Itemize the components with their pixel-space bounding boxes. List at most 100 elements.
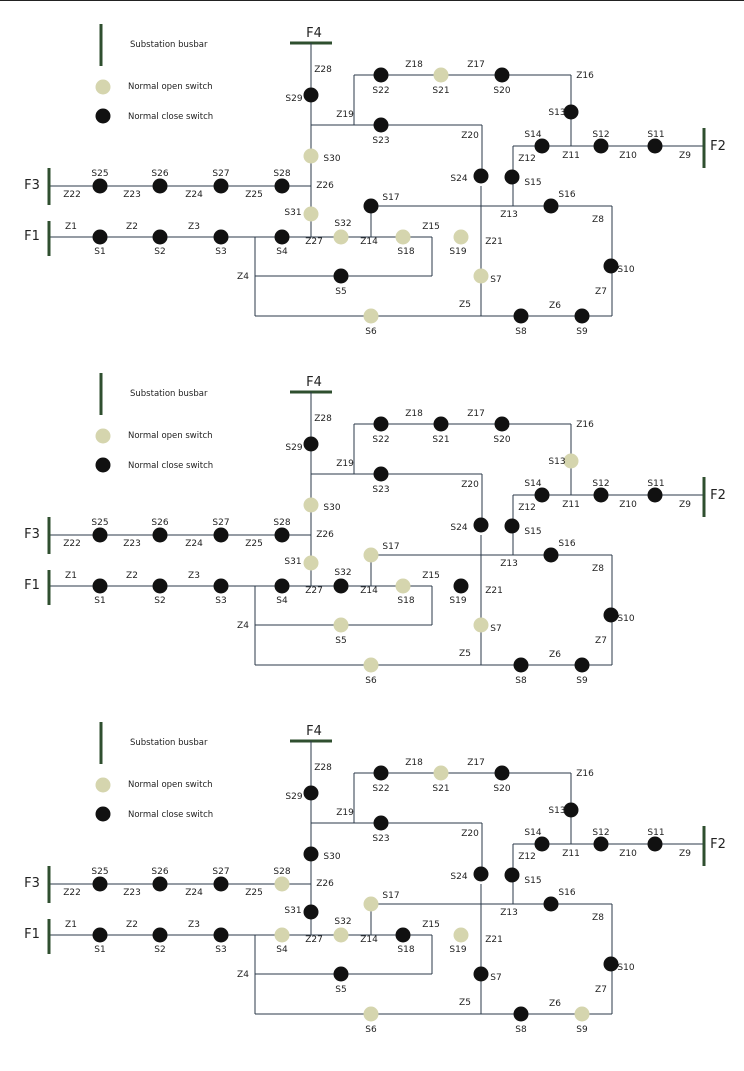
zone-label-z9: Z9 — [679, 849, 691, 859]
switch-label-s14: S14 — [524, 828, 541, 838]
feeder-label-f3: F3 — [24, 527, 40, 542]
zone-label-z3: Z3 — [188, 571, 200, 581]
switch-s6-open — [363, 308, 379, 324]
switch-s9-open — [574, 1006, 590, 1022]
feeder-label-f1: F1 — [24, 229, 40, 244]
switch-s13-closed — [563, 802, 579, 818]
switch-s29-closed — [303, 87, 319, 103]
switch-s30-open — [303, 148, 319, 164]
switch-s10-closed — [603, 607, 619, 623]
zone-label-z26: Z26 — [316, 530, 334, 540]
switch-s1-closed — [92, 578, 108, 594]
switch-s19-open — [453, 229, 469, 245]
zone-label-z16: Z16 — [576, 769, 594, 779]
zone-label-z1: Z1 — [65, 571, 77, 581]
zone-label-z24: Z24 — [185, 190, 203, 200]
switch-label-s4: S4 — [276, 247, 288, 257]
switch-s9-closed — [574, 657, 590, 673]
zone-label-z7: Z7 — [595, 287, 607, 297]
switch-s10-closed — [603, 258, 619, 274]
zone-label-z21: Z21 — [485, 237, 503, 247]
switch-label-s2: S2 — [154, 596, 165, 606]
switch-label-s10: S10 — [617, 265, 634, 275]
switch-label-s17: S17 — [382, 542, 399, 552]
switch-label-s14: S14 — [524, 479, 541, 489]
zone-label-z28: Z28 — [314, 65, 332, 75]
switch-s4-closed — [274, 229, 290, 245]
switch-label-s6: S6 — [365, 1025, 377, 1035]
switch-label-s3: S3 — [215, 247, 226, 257]
switch-label-s30: S30 — [323, 852, 340, 862]
legend-open-switch-label: Normal open switch — [128, 780, 213, 790]
zone-label-z20: Z20 — [461, 131, 479, 141]
legend-busbar-label: Substation busbar — [130, 738, 208, 748]
feeder-label-f4: F4 — [306, 724, 322, 739]
zone-label-z10: Z10 — [619, 151, 637, 161]
switch-s27-closed — [213, 876, 229, 892]
zone-label-z17: Z17 — [467, 409, 485, 419]
switch-label-s32: S32 — [334, 917, 351, 927]
switch-label-s16: S16 — [558, 888, 575, 898]
switch-label-s20: S20 — [493, 435, 510, 445]
switch-label-s8: S8 — [515, 327, 527, 337]
legend-open-switch-icon — [95, 428, 111, 444]
zone-label-z25: Z25 — [245, 539, 263, 549]
zone-label-z5: Z5 — [459, 649, 471, 659]
switch-s3-closed — [213, 927, 229, 943]
switch-s2-closed — [152, 229, 168, 245]
switch-label-s4: S4 — [276, 596, 288, 606]
zone-label-z26: Z26 — [316, 879, 334, 889]
switch-s18-open — [395, 229, 411, 245]
switch-label-s1: S1 — [94, 945, 105, 955]
switch-label-s19: S19 — [449, 247, 466, 257]
switch-s5-closed — [333, 966, 349, 982]
switch-s6-open — [363, 657, 379, 673]
switch-s28-closed — [274, 527, 290, 543]
zone-label-z9: Z9 — [679, 500, 691, 510]
switch-label-s20: S20 — [493, 784, 510, 794]
switch-label-s9: S9 — [576, 1025, 588, 1035]
switch-label-s30: S30 — [323, 154, 340, 164]
switch-s32-closed — [333, 578, 349, 594]
zone-label-z11: Z11 — [562, 151, 580, 161]
feeder-label-f4: F4 — [306, 375, 322, 390]
switch-s25-closed — [92, 178, 108, 194]
zone-label-z12: Z12 — [518, 852, 536, 862]
switch-label-s25: S25 — [91, 518, 108, 528]
switch-label-s1: S1 — [94, 596, 105, 606]
switch-label-s31: S31 — [284, 557, 301, 567]
switch-label-s11: S11 — [647, 479, 664, 489]
switch-label-s19: S19 — [449, 596, 466, 606]
zone-label-z14: Z14 — [360, 935, 378, 945]
switch-label-s25: S25 — [91, 867, 108, 877]
legend-closed-switch-label: Normal close switch — [128, 461, 213, 471]
switch-label-s17: S17 — [382, 891, 399, 901]
switch-s13-closed — [563, 104, 579, 120]
legend-closed-switch-icon — [95, 457, 111, 473]
zone-label-z13: Z13 — [500, 559, 518, 569]
switch-s20-closed — [494, 765, 510, 781]
switch-s18-closed — [395, 927, 411, 943]
switch-label-s15: S15 — [524, 876, 541, 886]
feeder-label-f2: F2 — [710, 488, 726, 503]
switch-s21-open — [433, 765, 449, 781]
switch-label-s5: S5 — [335, 985, 346, 995]
switch-s29-closed — [303, 436, 319, 452]
switch-s1-closed — [92, 229, 108, 245]
feeder-label-f2: F2 — [710, 139, 726, 154]
zone-label-z18: Z18 — [405, 758, 423, 768]
zone-label-z21: Z21 — [485, 935, 503, 945]
zone-label-z7: Z7 — [595, 985, 607, 995]
zone-label-z17: Z17 — [467, 60, 485, 70]
switch-s16-closed — [543, 198, 559, 214]
feeder-label-f3: F3 — [24, 876, 40, 891]
switch-s8-closed — [513, 657, 529, 673]
switch-s27-closed — [213, 527, 229, 543]
switch-s14-closed — [534, 487, 550, 503]
switch-label-s18: S18 — [397, 596, 414, 606]
switch-s30-open — [303, 497, 319, 513]
zone-label-z10: Z10 — [619, 849, 637, 859]
switch-s32-open — [333, 927, 349, 943]
switch-s14-closed — [534, 836, 550, 852]
